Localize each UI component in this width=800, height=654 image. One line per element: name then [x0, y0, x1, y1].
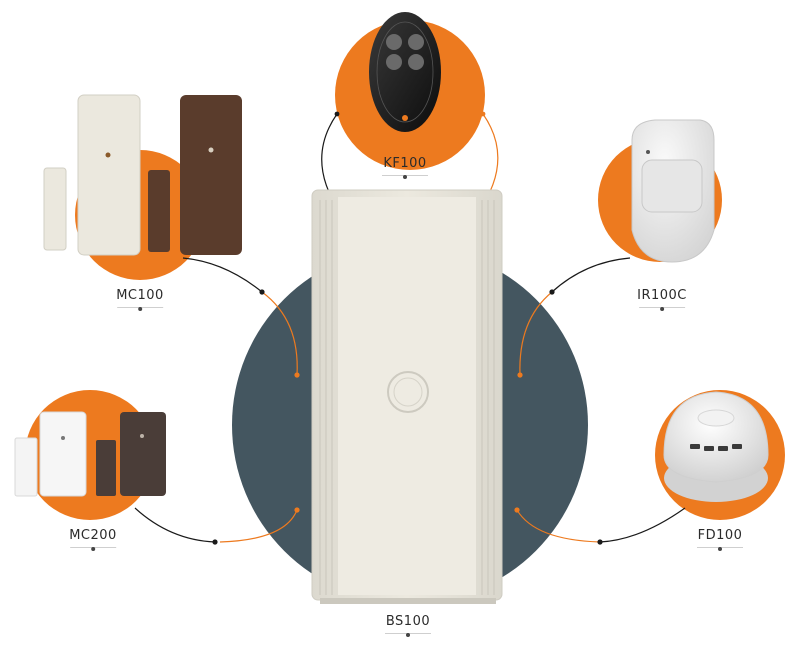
ir100c-label: IR100C — [637, 288, 687, 311]
connector-lines-dark — [134, 113, 686, 543]
kf100-label: KF100 — [382, 156, 428, 179]
mc100-contacts-image — [43, 94, 242, 256]
ir100c-motion-image — [631, 119, 715, 263]
connector-lines-orange — [219, 113, 601, 543]
mc200-contacts-image — [14, 411, 166, 497]
fd100-smoke-image — [663, 391, 769, 502]
mc100-label: MC100 — [116, 288, 164, 311]
kf100-keyfob-image — [369, 12, 441, 132]
bs100-hub-image — [311, 189, 503, 604]
mc200-label: MC200 — [69, 528, 117, 551]
fd100-label: FD100 — [697, 528, 743, 551]
bs100-label: BS100 — [385, 614, 431, 637]
